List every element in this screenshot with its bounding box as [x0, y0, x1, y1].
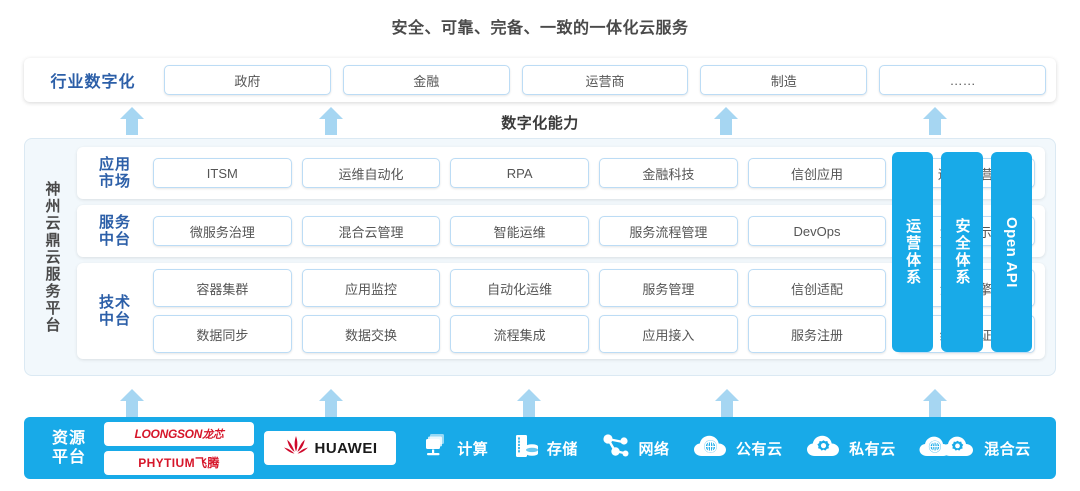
cell-xinchuang-adaptation[interactable]: 信创适配	[747, 269, 887, 307]
industry-chip-telecom[interactable]: 运营商	[521, 65, 689, 95]
resource-item-compute-label: 计算	[457, 440, 489, 458]
cell-service-registration[interactable]: 服务注册	[747, 315, 887, 353]
row-label-line2: 中台	[98, 311, 131, 328]
network-icon	[600, 431, 632, 466]
resource-items: 计算	[396, 431, 1042, 466]
industry-chip-manufacturing[interactable]: 制造	[700, 65, 868, 95]
resource-item-compute[interactable]: 计算	[421, 431, 488, 466]
arrow-up-bottom-4	[714, 388, 740, 418]
vertical-system-bars: 运营体系 安全体系 Open API	[892, 152, 1032, 352]
arrow-up-top-1	[119, 106, 145, 136]
industry-digitalization-band: 行业数字化 政府 金融 运营商 制造 ……	[24, 58, 1056, 102]
compute-icon	[421, 431, 451, 466]
resource-item-private-cloud-label: 私有云	[849, 440, 896, 458]
resource-item-network[interactable]: 网络	[600, 431, 669, 466]
arrow-up-bottom-5	[922, 388, 948, 418]
platform-vertical-label: 神州云鼎云服务平台	[33, 147, 71, 367]
vbar-operations-system[interactable]: 运营体系	[892, 152, 934, 352]
cell-ops-automation[interactable]: 运维自动化	[301, 158, 441, 188]
row-label-line1: 技术	[98, 293, 131, 311]
resource-platform-label: 资源 平台	[34, 429, 104, 467]
industry-chip-more[interactable]: ……	[879, 65, 1046, 95]
huawei-logo-text: HUAWEI	[314, 439, 378, 457]
resource-item-storage-label: 存储	[546, 440, 578, 458]
public-cloud-icon	[692, 432, 730, 465]
arrow-up-bottom-1	[119, 388, 145, 418]
page-title: 安全、可靠、完备、一致的一体化云服务	[391, 20, 689, 37]
row-label-line2: 中台	[98, 231, 131, 248]
platform-vertical-label-text: 神州云鼎云服务平台	[43, 180, 61, 334]
cell-data-exchange[interactable]: 数据交换	[301, 315, 441, 353]
capability-label: 数字化能力	[501, 115, 579, 132]
cell-container-cluster[interactable]: 容器集群	[153, 269, 292, 307]
vbar-security-system-label: 安全体系	[953, 218, 971, 286]
phytium-logo-cn: 飞腾	[195, 456, 220, 470]
huawei-flower-icon	[283, 435, 309, 462]
vbar-open-api-label: Open API	[1002, 216, 1020, 288]
resource-item-public-cloud-label: 公有云	[736, 440, 783, 458]
resource-item-storage[interactable]: 存储	[511, 431, 578, 466]
resource-label-line1: 资源	[51, 429, 86, 447]
cell-application-access[interactable]: 应用接入	[599, 315, 738, 353]
cell-automated-ops[interactable]: 自动化运维	[450, 269, 590, 307]
row-label-application-market: 应用 市场	[87, 156, 143, 191]
cell-hybrid-cloud-management[interactable]: 混合云管理	[301, 216, 441, 246]
phytium-logo-text: PHYTIUM	[138, 456, 195, 470]
industry-items: 政府 金融 运营商 制造 ……	[164, 65, 1046, 95]
row-label-line1: 应用	[98, 155, 131, 173]
loongson-logo-cn: 龙芯	[202, 428, 224, 441]
vbar-operations-system-label: 运营体系	[904, 218, 922, 286]
industry-chip-finance[interactable]: 金融	[342, 65, 510, 95]
cell-intelligent-ops[interactable]: 智能运维	[450, 216, 590, 246]
hybrid-cloud-icon	[918, 432, 978, 465]
storage-icon	[511, 431, 541, 466]
resource-item-private-cloud[interactable]: 私有云	[805, 432, 896, 465]
row-service-middle-platform: 服务 中台 微服务治理 混合云管理 智能运维 服务流程管理 DevOps 大屏展…	[77, 205, 1045, 257]
row-label-service-middle-platform: 服务 中台	[87, 214, 143, 249]
phytium-logo: PHYTIUM飞腾	[104, 450, 254, 475]
huawei-logo: HUAWEI	[264, 431, 396, 465]
cell-microservice-governance[interactable]: 微服务治理	[153, 216, 292, 246]
resource-item-network-label: 网络	[638, 440, 670, 458]
cell-process-integration[interactable]: 流程集成	[450, 315, 590, 353]
private-cloud-icon	[805, 432, 843, 465]
cell-fintech[interactable]: 金融科技	[599, 158, 738, 188]
resource-item-hybrid-cloud[interactable]: 混合云	[918, 432, 1031, 465]
cell-service-process-management[interactable]: 服务流程管理	[599, 216, 738, 246]
cell-itsm[interactable]: ITSM	[153, 158, 292, 188]
cell-rpa[interactable]: RPA	[450, 158, 590, 188]
vbar-open-api[interactable]: Open API	[990, 152, 1032, 352]
row-label-line2: 市场	[98, 173, 131, 190]
cell-devops[interactable]: DevOps	[747, 216, 887, 246]
resource-platform-bar: 资源 平台 LOONGSON龙芯 PHYTIUM飞腾	[24, 417, 1056, 479]
vbar-security-system[interactable]: 安全体系	[941, 152, 983, 352]
arrow-up-bottom-3	[516, 388, 542, 418]
chip-vendor-logos: LOONGSON龙芯 PHYTIUM飞腾	[104, 421, 254, 475]
loongson-logo-text: LOONGSON	[134, 426, 203, 441]
arrow-up-top-3	[713, 106, 739, 136]
row-label-technology-middle-platform: 技术 中台	[87, 294, 143, 329]
arrow-up-top-4	[922, 106, 948, 136]
arrow-up-top-2	[318, 106, 344, 136]
arrow-up-bottom-2	[318, 388, 344, 418]
industry-label: 行业数字化	[50, 74, 136, 91]
cell-xinchuang-app[interactable]: 信创应用	[747, 158, 887, 188]
industry-chip-government[interactable]: 政府	[164, 65, 331, 95]
loongson-logo: LOONGSON龙芯	[104, 421, 254, 446]
resource-item-hybrid-cloud-label: 混合云	[984, 440, 1031, 458]
row-label-line1: 服务	[98, 213, 131, 231]
resource-label-line2: 平台	[51, 449, 86, 466]
cell-service-management[interactable]: 服务管理	[599, 269, 738, 307]
resource-item-public-cloud[interactable]: 公有云	[692, 432, 783, 465]
cell-application-monitoring[interactable]: 应用监控	[301, 269, 441, 307]
cell-data-sync[interactable]: 数据同步	[153, 315, 292, 353]
